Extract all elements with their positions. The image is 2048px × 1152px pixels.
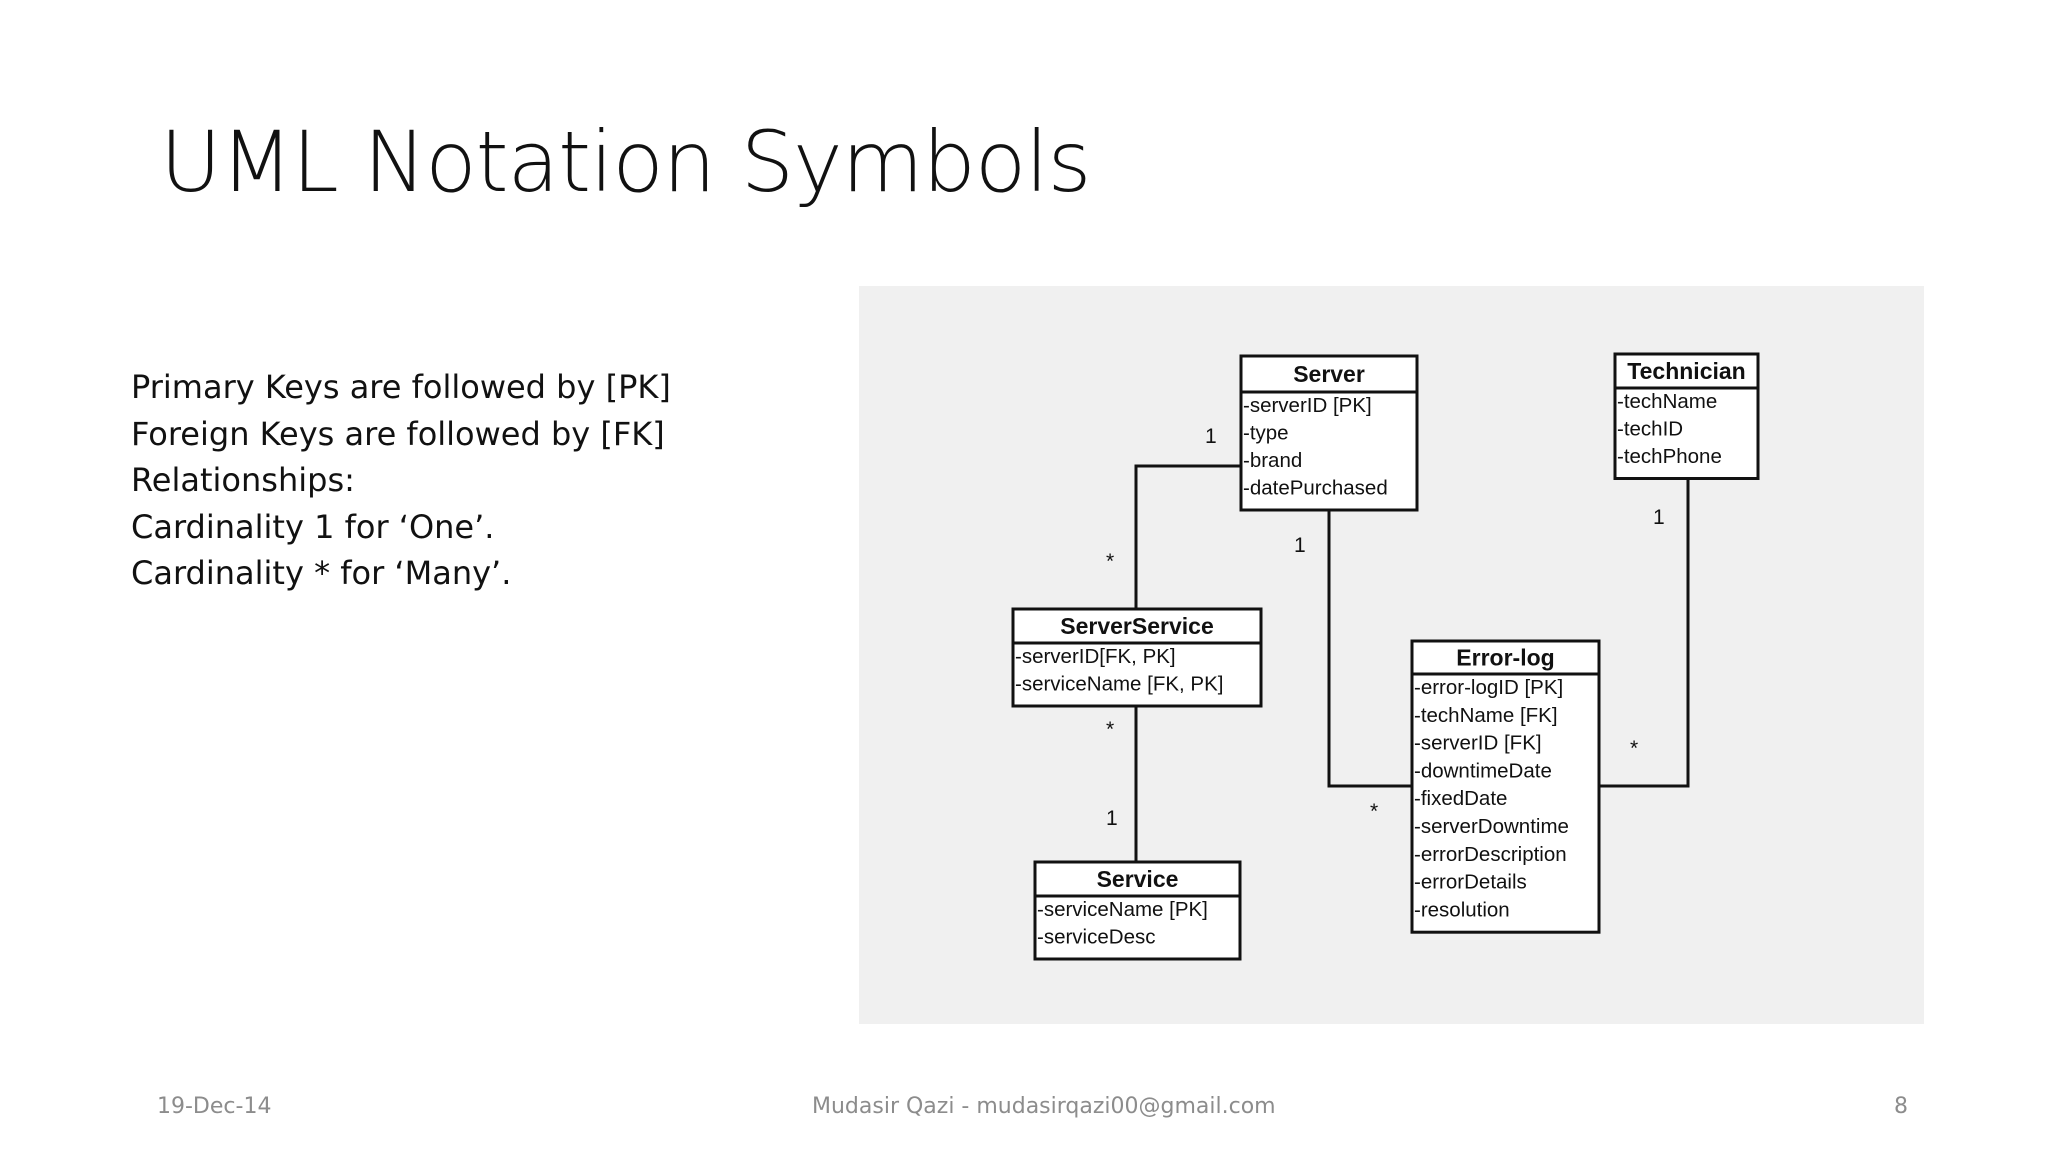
- class-box-server: [1239, 354, 1419, 512]
- class-attribute-serverservice-0: -serverID[FK, PK]: [1015, 645, 1176, 668]
- class-attribute-server-3: -datePurchased: [1243, 477, 1388, 500]
- multiplicity-serverservice-service-many: *: [1106, 718, 1114, 741]
- association-technician-errorlog: [1599, 476, 1690, 788]
- class-name-service: Service: [1097, 866, 1179, 892]
- class-attribute-server-2: -brand: [1243, 449, 1302, 472]
- class-attribute-errorlog-7: -errorDetails: [1414, 871, 1527, 894]
- multiplicity-server-serverservice-many: *: [1106, 550, 1114, 573]
- class-attribute-technician-2: -techPhone: [1617, 445, 1722, 468]
- bullet-foreign-keys: Foreign Keys are followed by [FK]: [131, 414, 665, 453]
- bullet-cardinality-many: Cardinality * for ‘Many’.: [131, 554, 512, 592]
- class-box-technician: [1613, 352, 1760, 480]
- multiplicity-labels: 1 * 1 * 1 * * 1: [1106, 425, 1665, 830]
- class-server: Server -serverID [PK] -type -brand -datePurc…: [1239, 354, 1419, 512]
- footer-author: Mudasir Qazi - mudasirqazi00@gmail.com: [812, 1094, 1276, 1119]
- bullet-list: Primary Keys are followed by [PK] Foreig…: [131, 364, 671, 597]
- class-attribute-errorlog-4: -fixedDate: [1414, 787, 1507, 810]
- class-boxes: Server -serverID [PK] -type -brand -datePurc…: [1011, 352, 1760, 961]
- multiplicity-technician-errorlog-one: 1: [1653, 506, 1665, 529]
- footer-page-number: 8: [1894, 1094, 1908, 1119]
- bullet-primary-keys: Primary Keys are followed by [PK]: [131, 368, 671, 406]
- class-attribute-service-0: -serviceName [PK]: [1037, 898, 1208, 921]
- class-attribute-errorlog-3: -downtimeDate: [1414, 759, 1552, 782]
- multiplicity-server-errorlog-many: *: [1370, 800, 1378, 823]
- class-box-serverservice: [1011, 607, 1263, 708]
- class-attribute-errorlog-5: -serverDowntime: [1414, 815, 1569, 838]
- class-box-errorlog: [1410, 639, 1601, 934]
- bullet-relationships: Relationships:: [131, 461, 355, 499]
- class-service: Service -serviceName [PK] -serviceDesc: [1033, 860, 1242, 961]
- class-attribute-technician-1: -techID: [1617, 418, 1683, 441]
- class-attribute-server-1: -type: [1243, 422, 1289, 445]
- slide-title: UML Notation Symbols: [160, 113, 1091, 211]
- class-attribute-errorlog-8: -resolution: [1414, 898, 1510, 921]
- class-attribute-errorlog-6: -errorDescription: [1414, 843, 1567, 866]
- class-name-errorlog: Error-log: [1456, 645, 1554, 671]
- multiplicity-technician-errorlog-many: *: [1630, 737, 1638, 760]
- class-technician: Technician -techName -techID -techPhone: [1613, 352, 1760, 480]
- class-box-service: [1033, 860, 1242, 961]
- association-lines: [1134, 464, 1690, 862]
- class-attribute-service-1: -serviceDesc: [1037, 926, 1155, 949]
- class-attribute-errorlog-1: -techName [FK]: [1414, 704, 1558, 727]
- class-attribute-errorlog-2: -serverID [FK]: [1414, 732, 1542, 755]
- class-attribute-technician-0: -techName: [1617, 390, 1717, 413]
- uml-class-diagram: Server -serverID [PK] -type -brand -datePurc…: [1011, 352, 1760, 961]
- class-attribute-errorlog-0: -error-logID [PK]: [1414, 676, 1563, 699]
- class-name-technician: Technician: [1627, 358, 1745, 384]
- association-server-serverservice: [1134, 464, 1241, 609]
- class-attribute-serverservice-1: -serviceName [FK, PK]: [1015, 673, 1223, 696]
- footer-date: 19-Dec-14: [157, 1094, 272, 1119]
- class-name-serverservice: ServerService: [1060, 613, 1213, 639]
- class-name-server: Server: [1293, 361, 1365, 387]
- uml-diagram-panel: Server -serverID [PK] -type -brand -datePurc…: [859, 286, 1924, 1024]
- association-server-errorlog: [1327, 507, 1412, 788]
- class-errorlog: Error-log -error-logID [PK] -techName [FK]…: [1410, 639, 1601, 934]
- multiplicity-serverservice-service-one: 1: [1106, 807, 1118, 830]
- multiplicity-server-errorlog-one: 1: [1294, 534, 1306, 557]
- class-attribute-server-0: -serverID [PK]: [1243, 394, 1372, 417]
- multiplicity-server-serverservice-one: 1: [1205, 425, 1217, 448]
- bullet-cardinality-one: Cardinality 1 for ‘One’.: [131, 507, 495, 546]
- class-serverservice: ServerService -serverID[FK, PK] -serviceNa…: [1011, 607, 1263, 708]
